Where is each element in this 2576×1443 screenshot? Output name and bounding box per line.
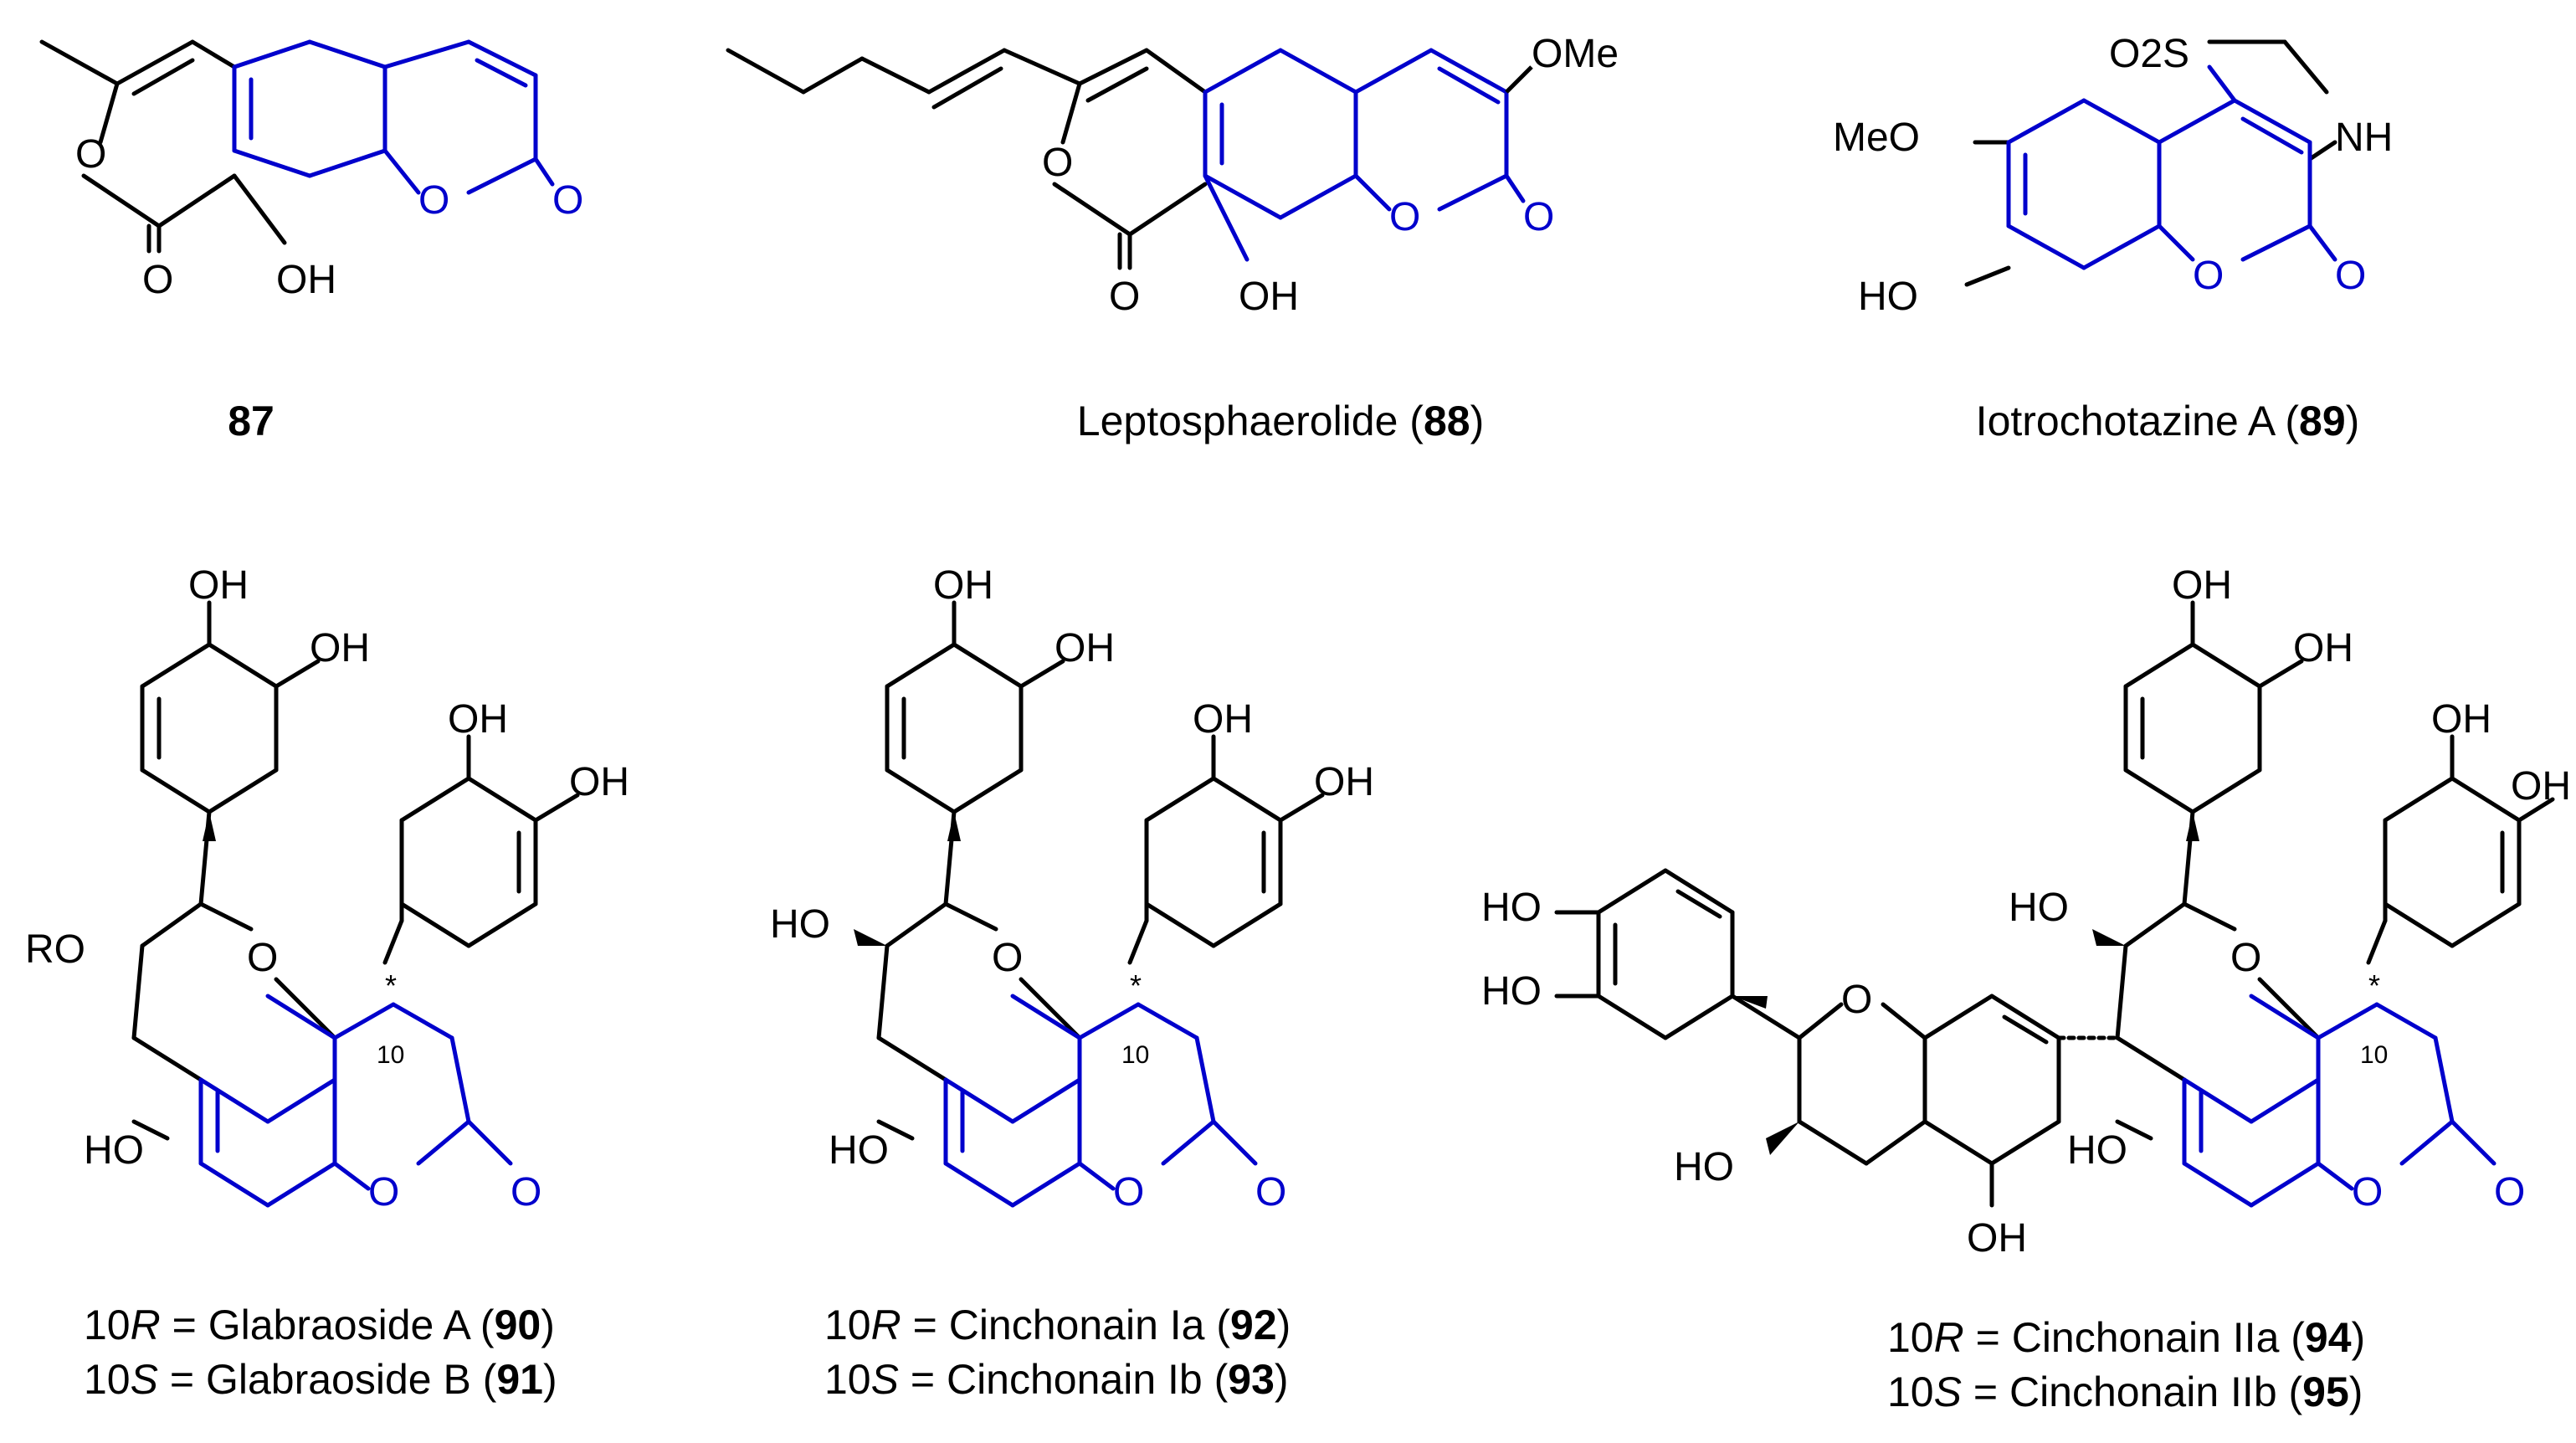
stereo-marker: *	[385, 968, 397, 1003]
structure-90-91: OH OH OH OH RO O HO O O * 10 10R = Glabr…	[25, 563, 629, 1403]
atom-label: O	[75, 132, 106, 177]
atom-label: HO	[770, 902, 830, 947]
structure-88: OMe O O OH O O Leptosphaerolide (88)	[726, 32, 1619, 444]
atom-label: HO	[2009, 886, 2069, 930]
atom-label: OH	[310, 626, 370, 670]
atom-label: HO	[1858, 275, 1918, 319]
atom-label: HO	[829, 1128, 889, 1173]
atom-label: O	[1255, 1170, 1286, 1214]
atom-label: O	[368, 1170, 399, 1214]
atom-label: OH	[933, 563, 993, 608]
atom-label: O	[142, 258, 173, 302]
atom-label: OH	[448, 697, 508, 742]
caption-87: 87	[228, 398, 275, 444]
atom-label: OH	[1314, 760, 1374, 804]
caption-91: 10S = Glabraoside B (91)	[84, 1356, 557, 1403]
atom-label: OH	[1193, 697, 1253, 742]
caption-93: 10S = Cinchonain Ib (93)	[824, 1356, 1289, 1403]
atom-label: OH	[2172, 563, 2232, 608]
atom-label: HO	[2067, 1128, 2127, 1173]
atom-label: HO	[1481, 969, 1542, 1014]
position-label: 10	[1121, 1041, 1149, 1069]
atom-label: RO	[25, 927, 85, 972]
atom-label: OH	[2511, 764, 2571, 809]
atom-label: OH	[2293, 626, 2353, 670]
atom-label: OH	[1967, 1216, 2027, 1261]
atom-label: O	[1389, 195, 1420, 239]
structure-92-93: OH OH OH OH HO O HO O O * 10 10R = Cinch…	[770, 563, 1374, 1403]
caption-94: 10R = Cinchonain IIa (94)	[1887, 1314, 2365, 1361]
atom-label: OH	[1055, 626, 1115, 670]
atom-label: O	[992, 936, 1023, 980]
atom-label: OH	[569, 760, 629, 804]
atom-label: NH	[2335, 116, 2393, 160]
caption-89: Iotrochotazine A (89)	[1976, 398, 2360, 444]
atom-label: O	[2494, 1170, 2525, 1214]
atom-label: O	[511, 1170, 541, 1214]
atom-label: O	[1841, 978, 1872, 1022]
atom-label: O	[1523, 195, 1554, 239]
structure-94-95: OH OH OH OH HO HO HO O HO OH O HO O O * …	[1481, 563, 2571, 1415]
atom-label: HO	[1674, 1145, 1734, 1189]
atom-label: OH	[1239, 275, 1299, 319]
stereo-marker: *	[2368, 968, 2380, 1003]
structure-87: O O OH O O 87	[39, 39, 583, 444]
caption-88: Leptosphaerolide (88)	[1077, 398, 1484, 444]
caption-90: 10R = Glabraoside A (90)	[84, 1302, 555, 1348]
atom-label: O	[2193, 254, 2224, 298]
atom-label: OMe	[1532, 32, 1619, 76]
atom-label: O	[1113, 1170, 1144, 1214]
atom-label: O	[2230, 936, 2261, 980]
atom-label: OH	[2431, 697, 2491, 742]
atom-label: O	[552, 178, 583, 223]
atom-label: OH	[188, 563, 249, 608]
caption-95: 10S = Cinchonain IIb (95)	[1887, 1369, 2363, 1415]
atom-label: O2S	[2109, 32, 2189, 76]
atom-label: HO	[1481, 886, 1542, 930]
stereo-marker: *	[1130, 968, 1142, 1003]
atom-label: O	[247, 936, 278, 980]
atom-label: O	[2335, 254, 2366, 298]
atom-label: O	[1109, 275, 1140, 319]
atom-label: MeO	[1833, 116, 1920, 160]
atom-label: HO	[84, 1128, 144, 1173]
caption-92: 10R = Cinchonain Ia (92)	[824, 1302, 1291, 1348]
structure-89: O2S NH MeO HO O O Iotrochotazine A (89)	[1833, 32, 2393, 444]
position-label: 10	[377, 1041, 404, 1069]
atom-label: OH	[276, 258, 336, 302]
position-label: 10	[2360, 1041, 2388, 1069]
atom-label: O	[1042, 141, 1073, 185]
atom-label: O	[2352, 1170, 2383, 1214]
atom-label: O	[418, 178, 449, 223]
